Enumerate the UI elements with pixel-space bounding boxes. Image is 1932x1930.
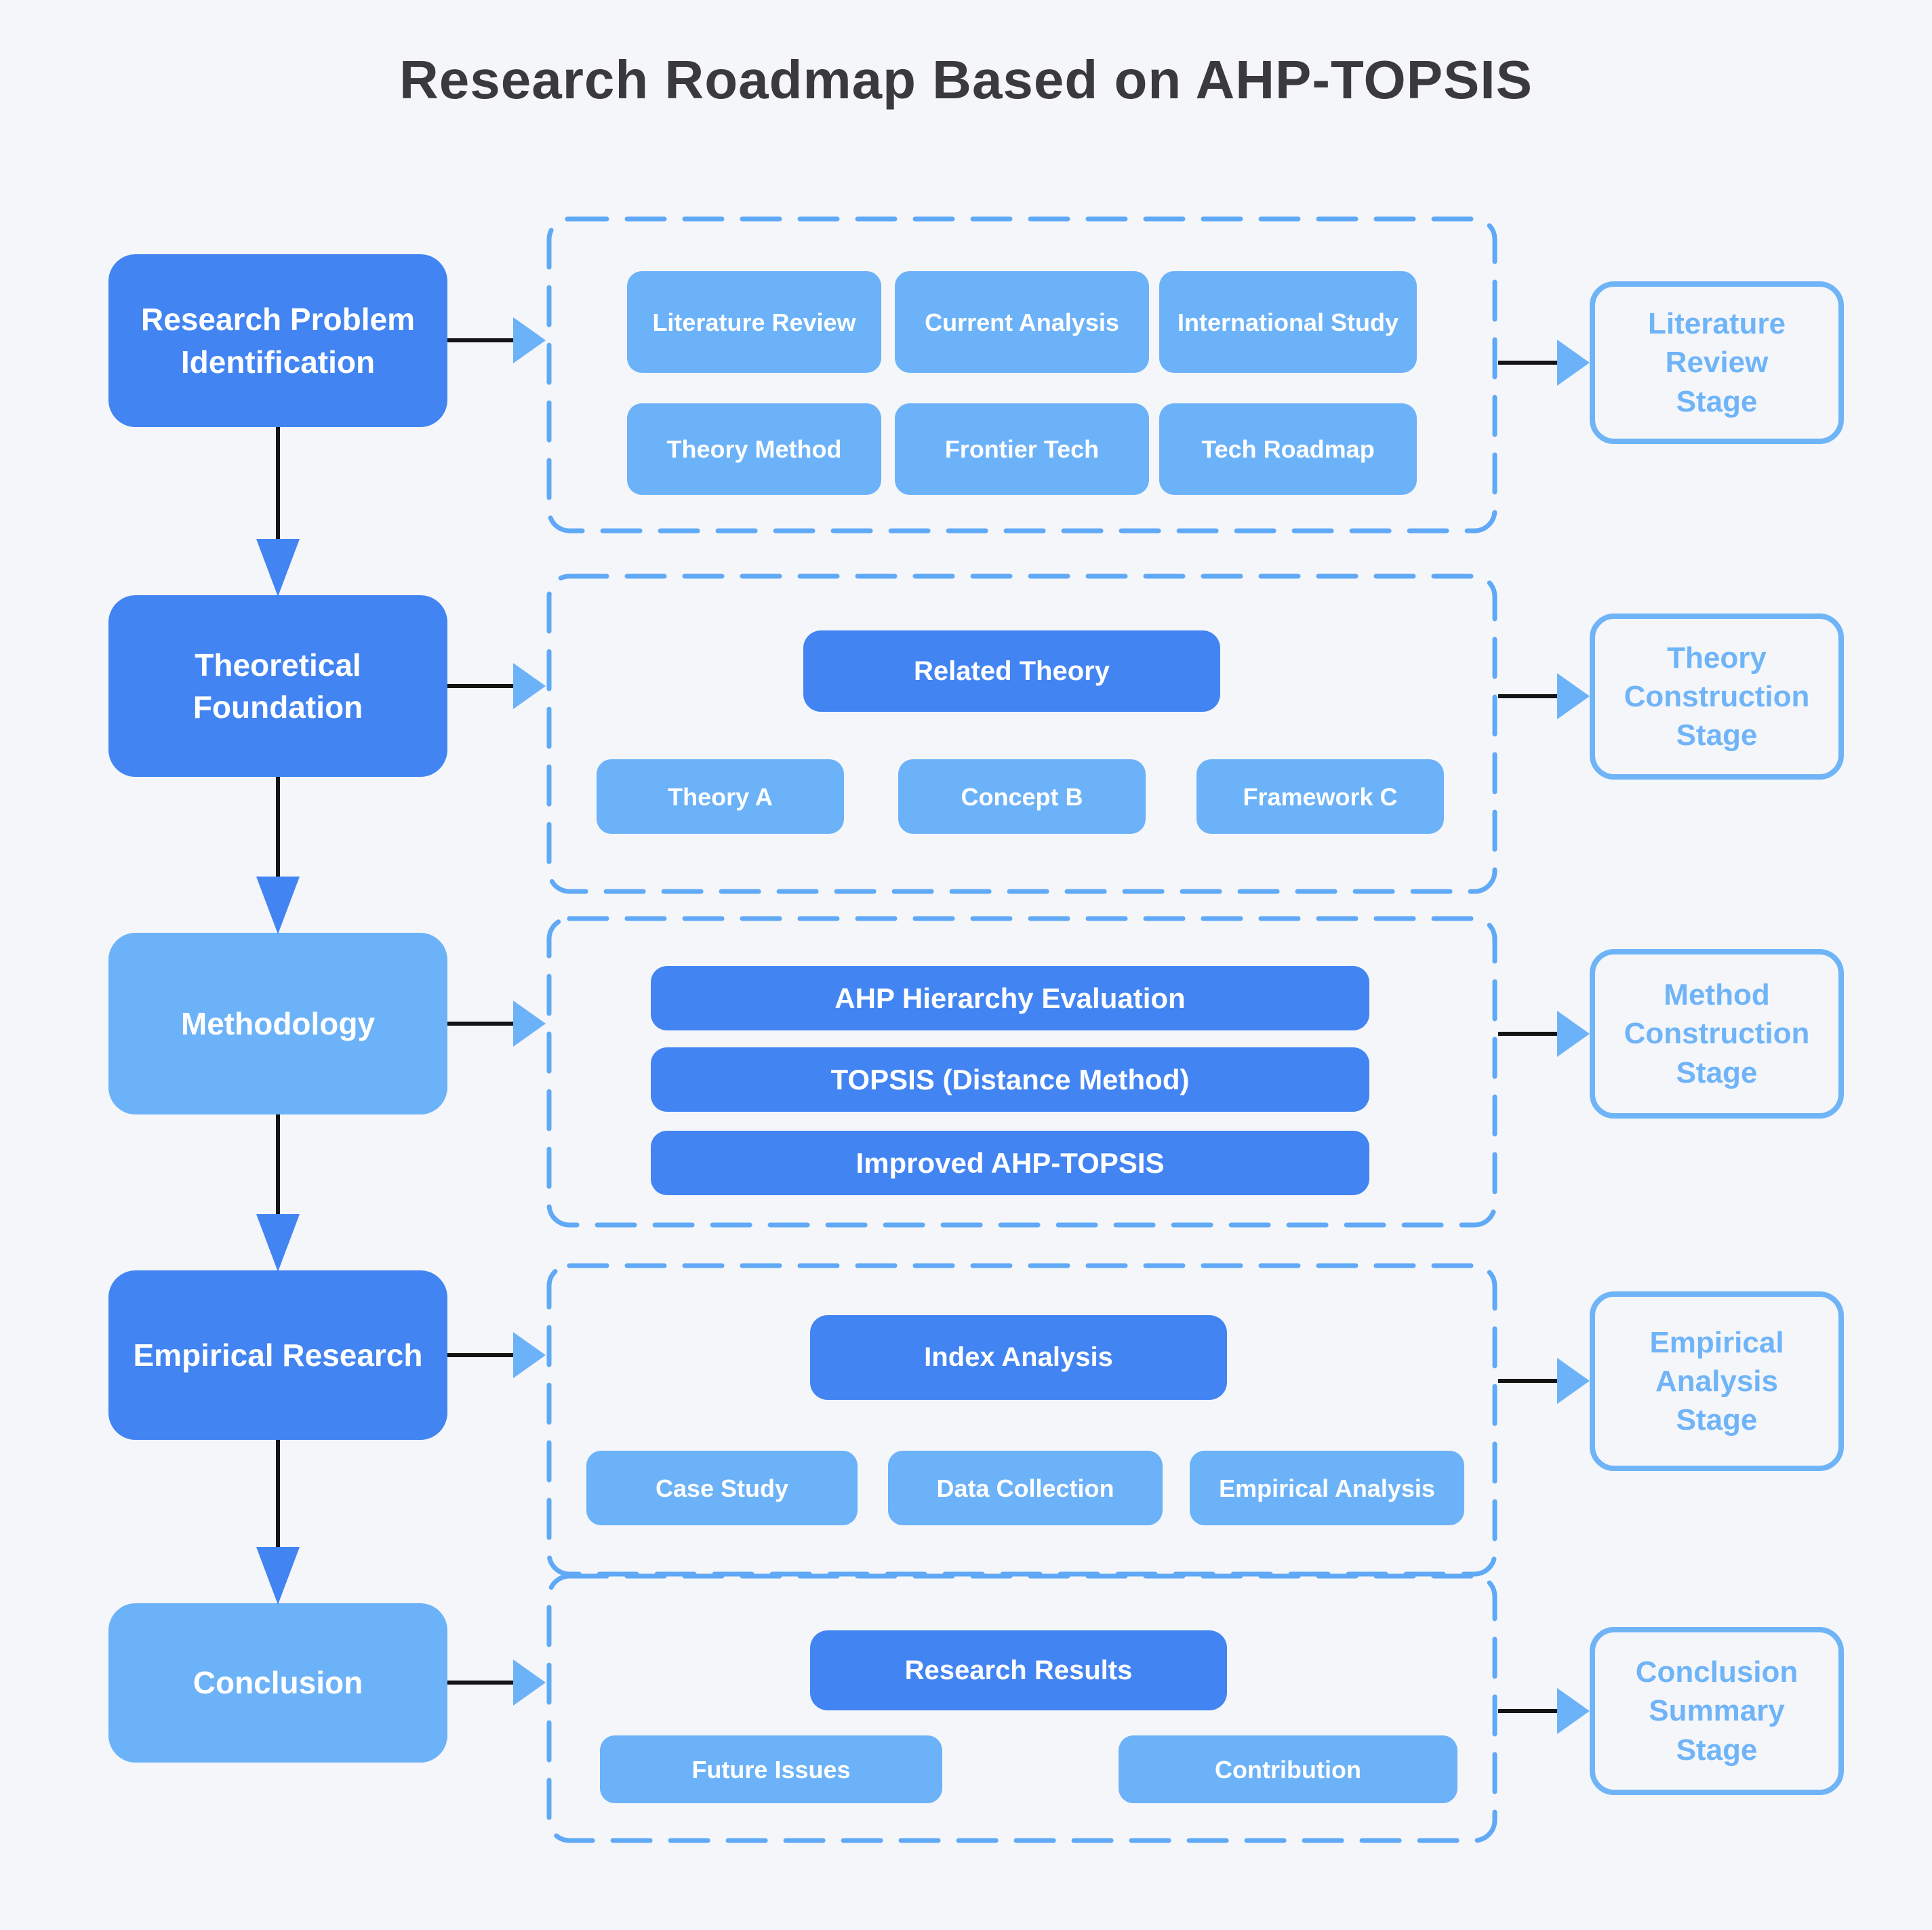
stage-label-line: Empirical	[1649, 1325, 1784, 1359]
cluster-item: Concept B	[898, 759, 1146, 834]
cluster-item: Tech Roadmap	[1159, 403, 1417, 495]
stage-arrow-icon-2	[1557, 673, 1590, 719]
stage-label-line: Literature	[1648, 307, 1786, 341]
stage-arrow-line-2	[1498, 694, 1558, 698]
right-arrow-icon-2	[513, 663, 546, 709]
stage-arrow-line-5	[1498, 1709, 1558, 1713]
right-arrow-icon-5	[513, 1660, 546, 1706]
cluster-item: Contribution	[1119, 1735, 1457, 1803]
right-arrow-icon-4	[513, 1332, 546, 1378]
stage-box-literature-review: Literature Review Stage	[1590, 281, 1844, 444]
phase-box-empirical-research: Empirical Research	[108, 1270, 447, 1440]
down-arrow-icon-4	[256, 1547, 300, 1605]
cluster-primary: Related Theory	[803, 630, 1220, 712]
down-arrow-line-2	[276, 777, 280, 878]
page-title: Research Roadmap Based on AHP-TOPSIS	[399, 49, 1533, 110]
stage-box-empirical-analysis: Empirical Analysis Stage	[1590, 1291, 1844, 1471]
cluster-item: Case Study	[586, 1451, 858, 1525]
stage-label-line: Stage	[1676, 1403, 1758, 1437]
stage-arrow-icon-5	[1557, 1688, 1590, 1734]
stage-label-line: Stage	[1676, 1733, 1758, 1767]
stage-arrow-line-3	[1498, 1032, 1558, 1036]
right-arrow-line-5	[447, 1681, 515, 1685]
cluster-item: Framework C	[1196, 759, 1444, 834]
cluster-item: Theory A	[597, 759, 844, 834]
stage-label-line: Stage	[1676, 719, 1758, 752]
cluster-theoretical-foundation: Related Theory Theory A Concept B Framew…	[546, 573, 1498, 895]
cluster-primary: Research Results	[810, 1630, 1227, 1710]
right-arrow-line-4	[447, 1353, 515, 1357]
stage-box-theory-construction: Theory Construction Stage	[1590, 614, 1844, 780]
stage-arrow-line-1	[1498, 361, 1558, 365]
cluster-wide-item: AHP Hierarchy Evaluation	[651, 966, 1369, 1030]
down-arrow-line-1	[276, 427, 280, 540]
right-arrow-icon-3	[513, 1001, 546, 1047]
stage-label-line: Construction	[1624, 679, 1810, 713]
right-arrow-line-3	[447, 1022, 515, 1026]
cluster-methodology: AHP Hierarchy Evaluation TOPSIS (Distanc…	[546, 915, 1498, 1228]
cluster-primary: Index Analysis	[810, 1315, 1227, 1400]
cluster-item: International Study	[1159, 271, 1417, 373]
stage-label-line: Method	[1664, 978, 1770, 1012]
dashed-border	[546, 1573, 1497, 1843]
cluster-item: Literature Review	[627, 271, 881, 373]
phase-box-methodology: Methodology	[108, 933, 447, 1114]
dashed-border	[546, 916, 1497, 1228]
cluster-wide-item: TOPSIS (Distance Method)	[651, 1047, 1369, 1112]
cluster-item: Current Analysis	[895, 271, 1149, 373]
stage-label-line: Theory	[1667, 641, 1767, 675]
cluster-item: Theory Method	[627, 403, 881, 495]
stage-label-line: Stage	[1676, 384, 1758, 418]
cluster-conclusion: Research Results Future Issues Contribut…	[546, 1573, 1498, 1844]
cluster-item: Future Issues	[600, 1735, 942, 1803]
cluster-item: Frontier Tech	[895, 403, 1149, 495]
cluster-item: Data Collection	[888, 1451, 1163, 1525]
dashed-border	[546, 216, 1497, 534]
dashed-border	[546, 1263, 1497, 1577]
right-arrow-line-2	[447, 684, 515, 688]
dashed-border	[546, 574, 1497, 894]
down-arrow-icon-3	[256, 1214, 300, 1272]
phase-box-conclusion: Conclusion	[108, 1603, 447, 1763]
right-arrow-icon-1	[513, 317, 546, 363]
stage-label-line: Stage	[1676, 1056, 1758, 1089]
stage-label-line: Conclusion	[1635, 1655, 1798, 1689]
right-arrow-line-1	[447, 338, 515, 342]
stage-label-line: Review	[1665, 346, 1769, 380]
down-arrow-line-4	[276, 1440, 280, 1548]
stage-box-conclusion-summary: Conclusion Summary Stage	[1590, 1627, 1844, 1795]
stage-box-method-construction: Method Construction Stage	[1590, 949, 1844, 1119]
cluster-item: Empirical Analysis	[1190, 1451, 1464, 1525]
stage-label-line: Analysis	[1655, 1364, 1778, 1398]
down-arrow-line-3	[276, 1114, 280, 1215]
stage-label-line: Summary	[1649, 1694, 1785, 1728]
stage-arrow-icon-3	[1557, 1011, 1590, 1057]
cluster-empirical-research: Index Analysis Case Study Data Collectio…	[546, 1262, 1498, 1577]
phase-box-research-problem: Research Problem Identification	[108, 254, 447, 427]
down-arrow-icon-2	[256, 877, 300, 934]
cluster-problem-identification: Literature Review Current Analysis Inter…	[546, 216, 1498, 534]
stage-label-line: Construction	[1624, 1017, 1810, 1051]
stage-arrow-icon-4	[1557, 1358, 1590, 1404]
stage-arrow-line-4	[1498, 1379, 1558, 1383]
cluster-wide-item: Improved AHP-TOPSIS	[651, 1131, 1369, 1195]
stage-arrow-icon-1	[1557, 340, 1590, 386]
down-arrow-icon-1	[256, 539, 300, 597]
phase-box-theoretical-foundation: Theoretical Foundation	[108, 595, 447, 777]
